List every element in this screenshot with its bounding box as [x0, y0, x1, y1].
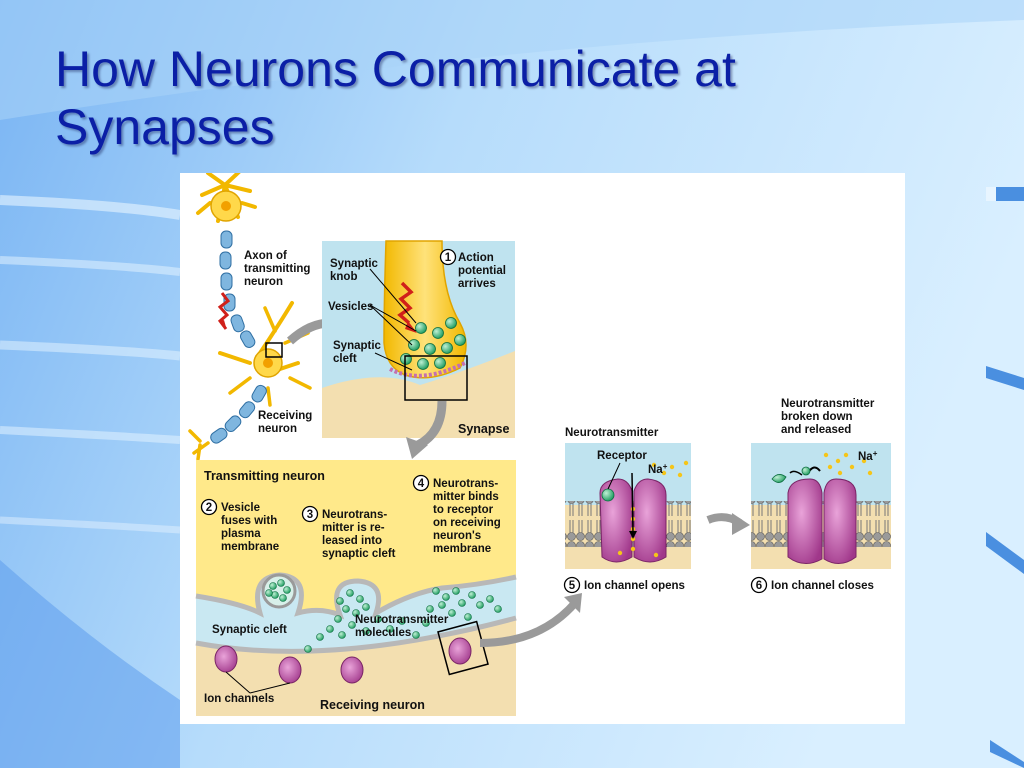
synaptic-knob-label-line-1: Synaptic: [330, 258, 379, 270]
synaptic-knob-label-line-2: knob: [330, 271, 357, 283]
panel-5-na-label: Na+: [648, 462, 668, 476]
receptor-label: Receptor: [597, 450, 647, 462]
step-5-badge: [563, 576, 581, 594]
step-4-badge: [412, 474, 430, 492]
step-5-number: 5: [569, 580, 576, 592]
panel-5-na-charge: +: [663, 462, 668, 471]
panel-6-na-charge: +: [873, 449, 878, 458]
step-2-line-4: membrane: [221, 541, 279, 553]
step-3-line-4: synaptic cleft: [322, 548, 396, 560]
step-1-number: 1: [445, 252, 452, 264]
step-2-number: 2: [206, 502, 212, 514]
synaptic-cleft-top-label-line-1: Synaptic: [333, 340, 382, 352]
ion-channels-label: Ion channels: [204, 693, 274, 705]
receiving-neuron-label: Receiving neuron: [320, 698, 425, 712]
step-3-badge: [301, 505, 319, 523]
axon-label-line-2: transmitting: [244, 263, 310, 275]
action-potential-arrow-small: [217, 292, 231, 330]
step-6-number: 6: [756, 580, 762, 592]
synaptic-cleft-label: Synaptic cleft: [212, 624, 287, 636]
axon-label-line-1: Axon of: [244, 250, 287, 262]
step-4-line-1: Neurotrans-: [433, 478, 498, 490]
panel-6: [751, 443, 891, 569]
step-1-line-2: potential: [458, 265, 506, 277]
step-4-line-6: membrane: [433, 543, 491, 555]
zoom-arrow-3: [479, 600, 579, 647]
synapse-panel: [322, 240, 515, 438]
step-1-badge: [439, 248, 457, 266]
zoom-box: [265, 342, 283, 358]
slide-title-line-2: Synapses: [55, 99, 275, 155]
step-3-number: 3: [307, 509, 313, 521]
step-3-line-3: leased into: [322, 535, 382, 547]
nt-molecules-label-line-2: molecules: [355, 627, 411, 639]
panel-5-caption: Ion channel opens: [584, 580, 685, 592]
panel-5-title: Neurotransmitter: [565, 427, 659, 439]
synapse-label: Synapse: [458, 422, 509, 436]
nt-molecules-label-line-1: Neurotransmitter: [355, 614, 449, 626]
step-2-badge: [200, 498, 218, 516]
panel-6-title-line-1: Neurotransmitter: [781, 398, 875, 410]
step-3-line-1: Neurotrans-: [322, 509, 387, 521]
step-2-line-1: Vesicle: [221, 502, 260, 514]
synapse-zoom-box: [404, 355, 468, 401]
step-4-number: 4: [418, 478, 425, 490]
slide-title-line-1: How Neurons Communicate at: [55, 41, 736, 97]
ion-channel-shapes: [214, 637, 472, 684]
step-6-badge: [750, 576, 768, 594]
vesicles-label: Vesicles: [328, 301, 373, 313]
axon-label-line-3: neuron: [244, 276, 283, 288]
neuron-overview: [188, 173, 312, 461]
panel-5: [565, 443, 691, 569]
vesicle-dots: [400, 317, 466, 370]
action-potential-arrow: [397, 281, 414, 325]
step-4-line-4: on receiving: [433, 517, 501, 529]
panel-6-na-symbol: Na: [858, 451, 873, 463]
receiving-label-line-2: neuron: [258, 423, 297, 435]
step-4-line-3: to receptor: [433, 504, 494, 516]
slide-title: How Neurons Communicate at Synapses: [55, 40, 955, 156]
panel-6-title-line-3: and released: [781, 424, 851, 436]
transmitting-neuron-label: Transmitting neuron: [204, 469, 325, 483]
step-3-line-2: mitter is re-: [322, 522, 385, 534]
panel-6-caption: Ion channel closes: [771, 580, 874, 592]
synapse-diagram-svg: Axon of transmitting neuron Receiving ne…: [188, 173, 891, 716]
receiving-label-line-1: Receiving: [258, 410, 312, 422]
step-4-line-5: neuron's: [433, 530, 481, 542]
step-4-line-2: mitter binds: [433, 491, 499, 503]
neurotransmitter-dots: [304, 587, 502, 653]
panel-5-na-symbol: Na: [648, 464, 663, 476]
synapse-diagram: Axon of transmitting neuron Receiving ne…: [180, 173, 905, 724]
enlarged-synapse-panel: [195, 460, 517, 716]
panel-6-title-line-2: broken down: [781, 411, 853, 423]
step-1-line-3: arrives: [458, 278, 496, 290]
step-2-line-2: fuses with: [221, 515, 277, 527]
step-1-line-1: Action: [458, 252, 494, 264]
synaptic-cleft-top-label-line-2: cleft: [333, 353, 357, 365]
panel-6-na-label: Na+: [858, 449, 878, 463]
step-2-line-3: plasma: [221, 528, 261, 540]
